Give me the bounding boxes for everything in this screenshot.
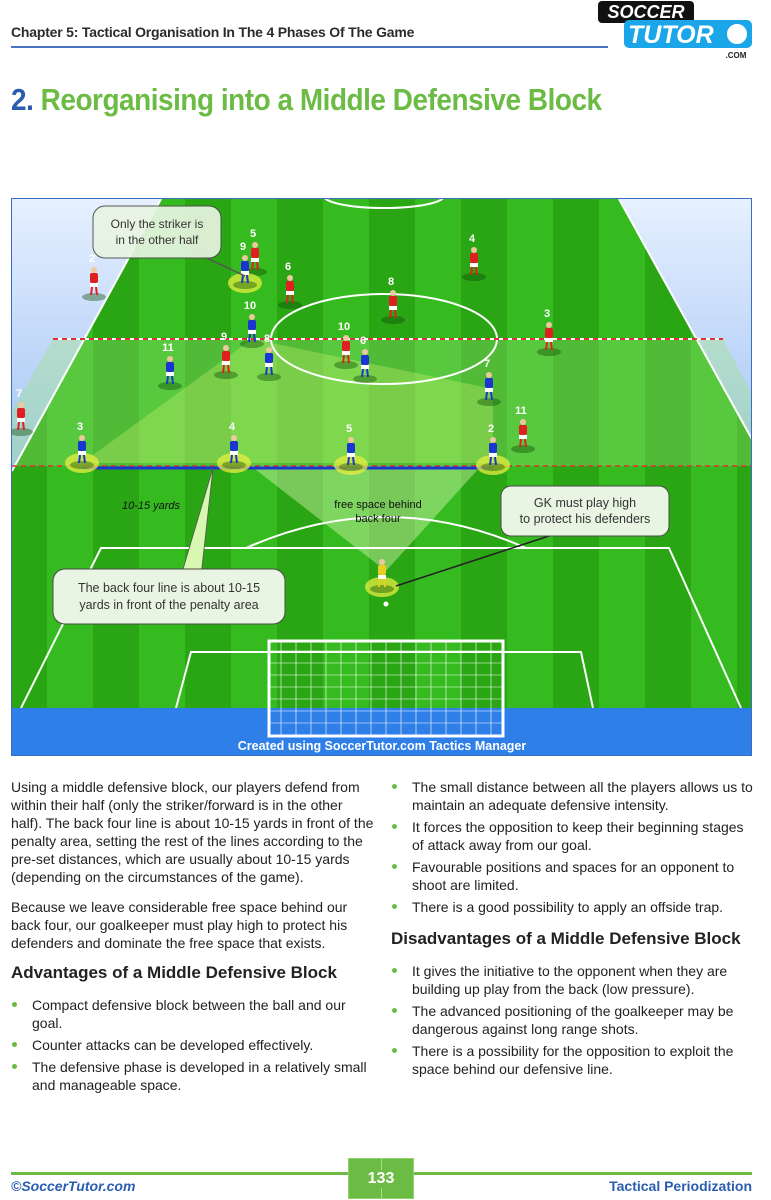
blue-player: 8 (257, 333, 281, 381)
player-number: 4 (229, 421, 236, 433)
player-number: 2 (89, 253, 95, 265)
player-number: 8 (388, 276, 394, 288)
list-item: Favourable positions and spaces for an o… (391, 858, 757, 894)
player-number: 10 (244, 300, 256, 312)
tactics-diagram: 2 5 6 4 8 3 9 10 7 11 9 10 11 8 6 7 3 4 5 2 Only the strike… (11, 198, 752, 756)
logo-text-1: SOCCER (607, 2, 684, 22)
logo-text-3: .COM (726, 51, 747, 60)
yards-label: 10-15 yards (122, 500, 181, 512)
red-player: 4 (462, 233, 486, 281)
blue-player: 3 (65, 421, 99, 473)
advantages-heading: Advantages of a Middle Defensive Block (11, 963, 337, 982)
page-number: 133 (365, 1169, 397, 1188)
red-player: 5 (243, 228, 267, 276)
red-player: 8 (381, 276, 405, 324)
player-number: 6 (285, 261, 291, 273)
player-number: 9 (221, 331, 227, 343)
footer-divider-right (414, 1172, 752, 1175)
player-number: 8 (264, 333, 270, 345)
section-title: Reorganising into a Middle Defensive Blo… (40, 82, 602, 117)
list-item: The advanced positioning of the goalkeep… (391, 1002, 757, 1038)
red-player: 3 (537, 308, 561, 356)
page-title: 2. Reorganising into a Middle Defensive … (11, 82, 602, 118)
red-player: 2 (82, 253, 106, 301)
player-number: 9 (240, 241, 246, 253)
red-player: 10 (334, 321, 358, 369)
player-number: 11 (515, 405, 527, 417)
section-number: 2. (11, 82, 34, 117)
soccertutor-logo: SOCCER TUTOR .COM (598, 1, 752, 60)
player-number: 7 (484, 358, 490, 370)
player-number: 5 (250, 228, 256, 240)
goal (267, 639, 505, 738)
right-column: The small distance between all the playe… (391, 778, 757, 1082)
red-player: 11 (511, 405, 535, 453)
red-player: 6 (278, 261, 302, 309)
header-divider (11, 46, 608, 48)
advantages-list: Compact defensive block between the ball… (11, 996, 377, 1094)
footer-copyright: ©SoccerTutor.com (11, 1178, 136, 1194)
player-number: 3 (77, 421, 83, 433)
blue-player: 9 (228, 241, 262, 293)
page-number-badge: 133 (348, 1158, 414, 1199)
blue-player: 5 (334, 423, 368, 475)
blue-player: 4 (217, 421, 251, 473)
goalkeeper-player (365, 559, 399, 597)
list-item: There is a good possibility to apply an … (391, 898, 757, 916)
footer-divider-left (11, 1172, 348, 1175)
advantages-list-continued: The small distance between all the playe… (391, 778, 757, 916)
player-number: 3 (544, 308, 550, 320)
blue-player: 10 (240, 300, 264, 348)
player-number: 11 (162, 342, 174, 354)
blue-player: 11 (158, 342, 182, 390)
red-player: 7 (12, 388, 33, 436)
disadvantages-list: It gives the initiative to the opponent … (391, 962, 757, 1078)
goalkeeper-paragraph: Because we leave considerable free space… (11, 899, 348, 951)
logo-text-2: TUTOR (628, 21, 714, 49)
list-item: The small distance between all the playe… (391, 778, 757, 814)
list-item: Compact defensive block between the ball… (11, 996, 377, 1032)
list-item: It gives the initiative to the opponent … (391, 962, 757, 998)
credit-text: Created using SoccerTutor.com Tactics Ma… (238, 739, 527, 753)
blue-player: 7 (477, 358, 501, 406)
player-number: 6 (360, 335, 366, 347)
list-item: There is a possibility for the oppositio… (391, 1042, 757, 1078)
intro-paragraph: Using a middle defensive block, our play… (11, 779, 374, 885)
footer-book-title: Tactical Periodization (609, 1178, 752, 1194)
player-number: 10 (338, 321, 350, 333)
disadvantages-heading: Disadvantages of a Middle Defensive Bloc… (391, 929, 741, 948)
blue-player: 2 (476, 423, 510, 475)
list-item: The defensive phase is developed in a re… (11, 1058, 377, 1094)
player-number: 2 (488, 423, 494, 435)
list-item: It forces the opposition to keep their b… (391, 818, 757, 854)
player-number: 4 (469, 233, 476, 245)
list-item: Counter attacks can be developed effecti… (11, 1036, 377, 1054)
red-player: 9 (214, 331, 238, 379)
blue-player: 6 (353, 335, 377, 383)
chapter-header: Chapter 5: Tactical Organisation In The … (11, 24, 415, 40)
left-column: Using a middle defensive block, our play… (11, 778, 377, 1098)
player-number: 7 (16, 388, 22, 400)
player-number: 5 (346, 423, 352, 435)
soccer-ball-icon (725, 22, 749, 46)
